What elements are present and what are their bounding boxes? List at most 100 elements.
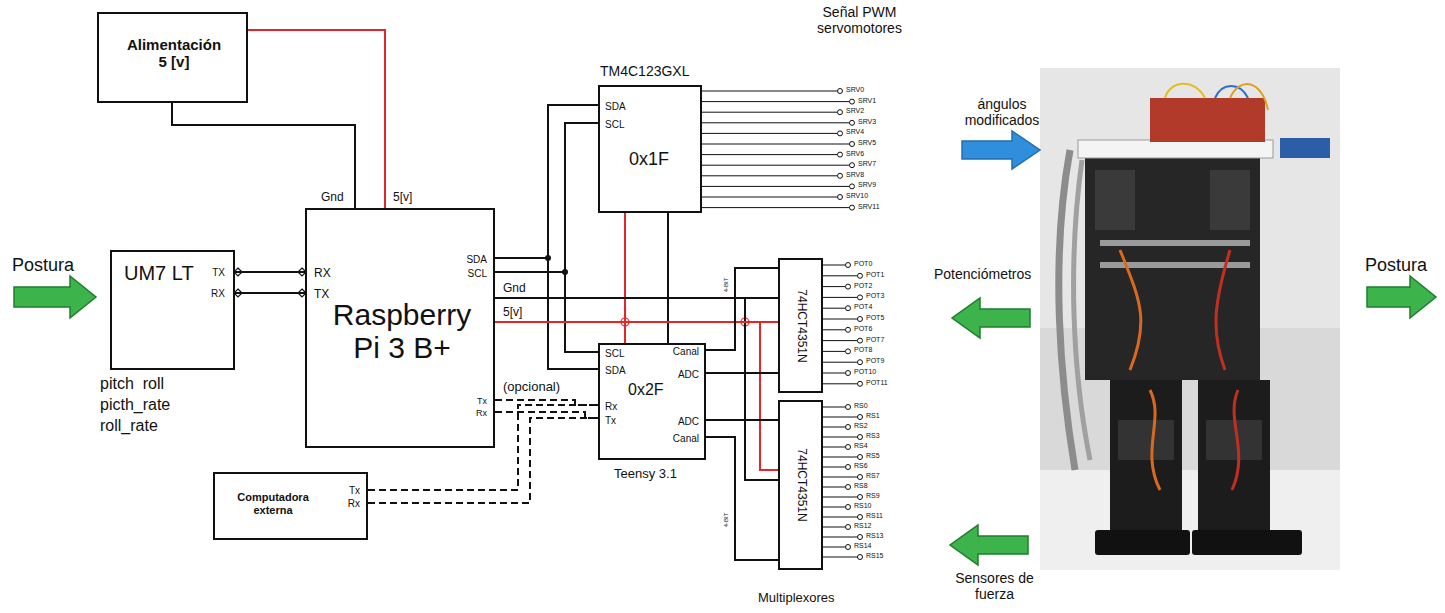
pin-name: POT9 bbox=[866, 357, 884, 365]
pin-label: Tx bbox=[477, 396, 487, 406]
wire bbox=[495, 258, 598, 369]
pin-name: SRV2 bbox=[846, 107, 864, 115]
pin-label: TX bbox=[212, 267, 225, 279]
pin-name: RS5 bbox=[866, 452, 880, 460]
pin-label: Tx bbox=[605, 415, 616, 427]
pin-wire bbox=[823, 340, 858, 341]
robot-photo bbox=[1165, 84, 1205, 98]
robot-photo bbox=[1150, 98, 1265, 142]
pin-terminal bbox=[850, 99, 855, 104]
pin-terminal bbox=[850, 163, 855, 168]
pin-wire bbox=[823, 417, 858, 418]
pin-name: RS3 bbox=[866, 432, 880, 440]
sensor-arrow bbox=[950, 525, 1028, 565]
pin-terminal bbox=[846, 465, 851, 470]
computer-box: Computadora externaTxRx bbox=[213, 472, 368, 540]
pin-terminal bbox=[850, 120, 855, 125]
pin-label: SDA bbox=[605, 365, 626, 377]
robot-photo bbox=[1280, 138, 1330, 158]
pin-name: SRV6 bbox=[846, 150, 864, 158]
pin-name: RS14 bbox=[854, 542, 872, 550]
pin-label: Gnd bbox=[503, 282, 526, 296]
pin-wire bbox=[823, 547, 846, 548]
node-title: SCL bbox=[605, 348, 624, 360]
pin-terminal bbox=[858, 455, 863, 460]
node-title: Alimentación 5 [v] bbox=[124, 36, 224, 71]
wire bbox=[706, 437, 778, 560]
pin-name: SRV8 bbox=[846, 171, 864, 179]
pin-name: RS8 bbox=[854, 482, 868, 490]
pin-label: SDA bbox=[466, 254, 487, 266]
pin-terminal bbox=[846, 371, 851, 376]
pin-label: Teensy 3.1 bbox=[614, 467, 677, 482]
pin-name: RS4 bbox=[854, 442, 868, 450]
pin-label: TX bbox=[314, 288, 329, 302]
robot-photo bbox=[1040, 68, 1340, 570]
pin-name: RS2 bbox=[854, 422, 868, 430]
pin-terminal bbox=[858, 415, 863, 420]
angles-arrow bbox=[962, 131, 1040, 169]
pin-terminal bbox=[846, 349, 851, 354]
robot-photo bbox=[1120, 250, 1141, 370]
pin-wire bbox=[823, 457, 858, 458]
pin-name: POT3 bbox=[866, 292, 884, 300]
pin-label: 0x2F bbox=[628, 381, 664, 399]
pin-terminal bbox=[838, 89, 843, 94]
pin-wire bbox=[823, 487, 846, 488]
pin-wire bbox=[700, 122, 850, 123]
pin-label: ADC bbox=[678, 369, 699, 381]
connectors bbox=[172, 30, 778, 560]
pin-terminal bbox=[846, 485, 851, 490]
pin-terminal bbox=[846, 284, 851, 289]
pin-name: RS12 bbox=[854, 522, 872, 530]
pin-terminal bbox=[858, 435, 863, 440]
pin-terminal bbox=[846, 445, 851, 450]
pin-name: POT11 bbox=[866, 379, 888, 387]
pin-terminal bbox=[846, 525, 851, 530]
robot-photo bbox=[1216, 250, 1230, 370]
pin-name: POT1 bbox=[866, 271, 884, 279]
pin-name: RS11 bbox=[866, 512, 883, 520]
pin-name: RS13 bbox=[866, 532, 884, 540]
pin-name: RS10 bbox=[854, 502, 872, 510]
pin-terminal bbox=[838, 131, 843, 136]
robot-photo bbox=[1040, 470, 1340, 570]
pin-wire bbox=[823, 507, 846, 508]
pin-name: POT2 bbox=[854, 282, 872, 290]
pin-wire bbox=[823, 537, 858, 538]
robot-photo bbox=[1210, 170, 1250, 230]
robot-photo bbox=[1192, 530, 1302, 555]
pin-label: Tx bbox=[349, 485, 360, 497]
pin-label: Canal bbox=[673, 346, 699, 358]
pin-wire bbox=[823, 362, 858, 363]
pin-name: RS15 bbox=[866, 552, 884, 560]
pin-name: RS1 bbox=[866, 412, 880, 420]
raspberry-board: Raspberry Pi 3 B+Gnd5[v]RXTXSDASCLGnd5[v… bbox=[305, 208, 495, 448]
pin-label: Rx bbox=[476, 408, 487, 418]
pin-name: RS6 bbox=[854, 462, 868, 470]
robot-photo bbox=[1230, 84, 1268, 110]
pin-wire bbox=[823, 383, 858, 384]
node-title: UM7 LT bbox=[124, 262, 194, 285]
pin-wire bbox=[823, 497, 858, 498]
pin-terminal bbox=[858, 535, 863, 540]
note-label: (opcional) bbox=[503, 380, 560, 395]
wire bbox=[248, 30, 385, 208]
robot-photo bbox=[1095, 170, 1135, 230]
wire bbox=[235, 292, 305, 294]
pin-label: SCL bbox=[605, 119, 624, 131]
node-title: 74HCT4351N bbox=[794, 448, 808, 521]
pin-label: SCL bbox=[468, 268, 487, 280]
posture-arrow bbox=[1367, 276, 1436, 318]
pin-name: RS7 bbox=[866, 472, 880, 480]
pin-name: POT4 bbox=[854, 303, 872, 311]
pin-terminal bbox=[846, 327, 851, 332]
wire bbox=[706, 419, 778, 421]
wire bbox=[172, 103, 355, 208]
pin-wire bbox=[700, 165, 850, 166]
pin-terminal bbox=[846, 545, 851, 550]
pin-wire bbox=[823, 527, 846, 528]
angles-arrow bbox=[962, 131, 1040, 169]
pin-wire bbox=[823, 351, 846, 352]
